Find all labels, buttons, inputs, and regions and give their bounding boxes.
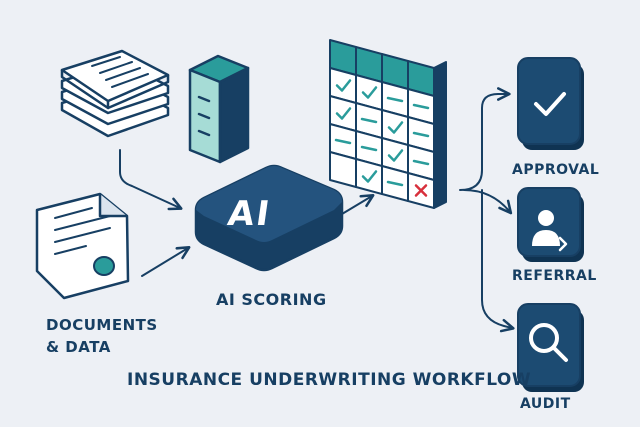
user-arrow-icon [532,210,568,252]
flow-arrows-output [341,87,515,333]
document-icon [35,192,130,300]
documents-label-line2: & DATA [46,338,111,356]
dash-mark [386,96,404,103]
workflow-title: INSURANCE UNDERWRITING WORKFLOW [127,370,532,390]
paper-stack-icon [60,49,170,138]
magnifier-icon [529,323,568,362]
referral-tile [517,187,584,262]
cross-mark [414,184,428,197]
grid-cell [355,158,383,195]
dash-mark [386,180,404,187]
approval-tile [517,57,584,150]
check-mark [361,170,378,183]
check-mark [387,149,404,162]
dash-mark [334,138,352,145]
dash-mark [412,103,430,110]
audit-tile [517,303,584,392]
approval-label: APPROVAL [512,162,600,178]
check-mark [361,86,378,99]
check-mark [387,121,404,134]
scoring-grid-icon [329,39,447,209]
audit-label: AUDIT [520,396,571,412]
ai-badge-label: AI [225,194,274,234]
dash-mark [412,159,430,166]
check-mark [335,79,352,92]
referral-label: REFERRAL [512,268,597,284]
dash-mark [360,145,378,152]
ai-scoring-label: AI SCORING [216,290,327,309]
server-icon [188,54,250,164]
dash-mark [360,117,378,124]
grid-side-face [433,61,447,209]
grid-cell [329,151,357,188]
check-mark [335,107,352,120]
documents-label-line1: DOCUMENTS [46,316,158,334]
dash-mark [412,131,430,138]
flow-arrows-input [119,149,191,277]
ai-chip-icon [194,164,344,272]
checkmark-icon [534,92,566,116]
